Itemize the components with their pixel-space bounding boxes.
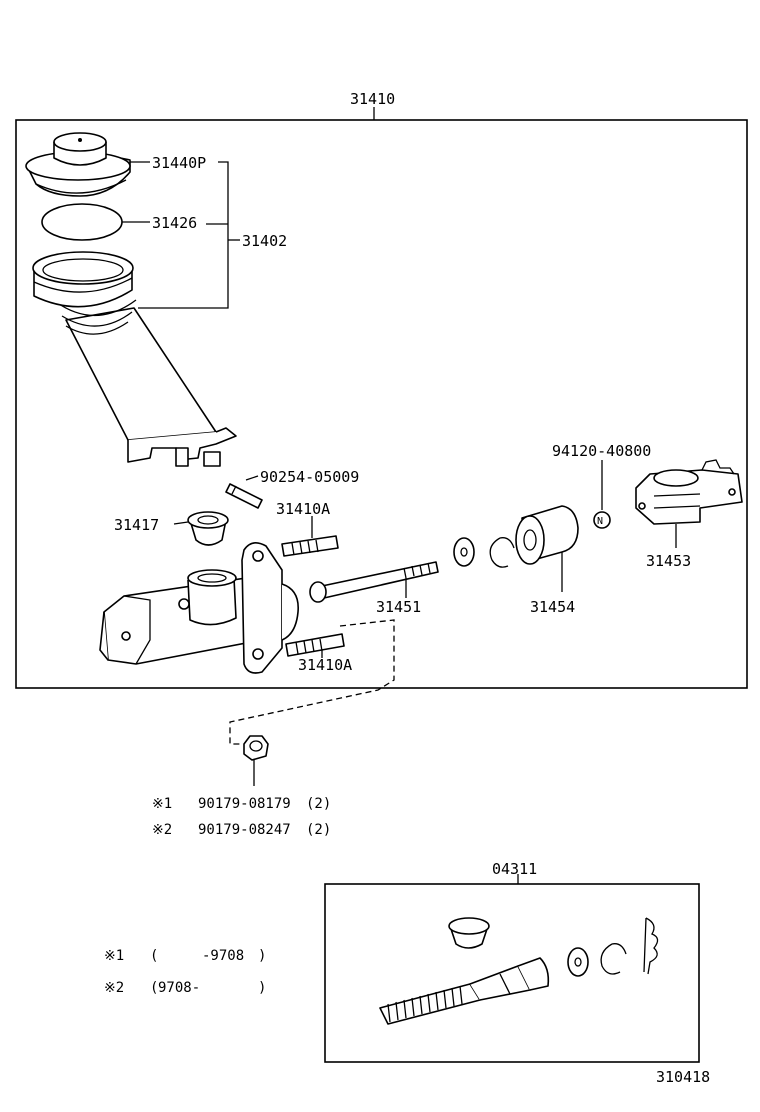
clip-label: 94120-40800 bbox=[552, 442, 651, 460]
stud-upper bbox=[281, 535, 339, 557]
washer bbox=[453, 537, 475, 567]
diagram-number: 310418 bbox=[656, 1068, 710, 1086]
flange-nut bbox=[243, 735, 269, 761]
legend-2-marker: ※2 bbox=[104, 980, 124, 996]
reservoir-body bbox=[32, 251, 237, 467]
kit-grommet bbox=[448, 917, 490, 949]
kit-part-number: 04311 bbox=[492, 860, 537, 878]
legend-2-open: ( bbox=[150, 980, 158, 996]
legend-2-from: 9708- bbox=[158, 980, 200, 996]
kit-snap-ring bbox=[600, 943, 627, 975]
boot bbox=[515, 505, 579, 565]
legend-1-to: -9708 bbox=[202, 948, 244, 964]
nut-note-2-part: 90179-08247 bbox=[198, 822, 291, 838]
nut-note-1: ※1 90179-08179 (2) bbox=[152, 796, 331, 812]
pin-label: 90254-05009 bbox=[260, 468, 359, 486]
nut-note-2-qty: (2) bbox=[306, 822, 331, 838]
main-part-number: 31410 bbox=[350, 90, 395, 108]
kit-frame bbox=[324, 883, 700, 1063]
kit-piston bbox=[379, 957, 550, 1025]
nut-note-1-qty: (2) bbox=[306, 796, 331, 812]
master-cylinder bbox=[99, 542, 299, 674]
legend-2-close: ) bbox=[258, 980, 266, 996]
diaphragm-label: 31426 bbox=[152, 214, 197, 232]
cap-label: 31440P bbox=[152, 154, 206, 172]
nut-note-2: ※2 90179-08247 (2) bbox=[152, 822, 331, 838]
stud-lower bbox=[285, 633, 345, 657]
pin bbox=[225, 483, 263, 509]
diaphragm bbox=[41, 203, 123, 241]
stud-upper-label: 31410A bbox=[276, 500, 330, 518]
nut-note-1-part: 90179-08179 bbox=[198, 796, 291, 812]
stud-lower-label: 31410A bbox=[298, 656, 352, 674]
kit-washer bbox=[567, 947, 589, 977]
reservoir-group-label: 31402 bbox=[242, 232, 287, 250]
legend-row-2: ※2 ( 9708- ) bbox=[104, 980, 266, 996]
legend-1-marker: ※1 bbox=[104, 948, 124, 964]
legend-1-close: ) bbox=[258, 948, 266, 964]
grommet bbox=[187, 511, 229, 546]
dashed-leader bbox=[229, 619, 395, 745]
main-assembly-frame bbox=[15, 119, 748, 689]
push-rod bbox=[309, 561, 439, 603]
reservoir-cap bbox=[25, 132, 131, 197]
clip bbox=[593, 511, 611, 529]
nut-note-2-marker: ※2 bbox=[152, 822, 172, 838]
clevis bbox=[635, 459, 743, 525]
push-rod-label: 31451 bbox=[376, 598, 421, 616]
group-bracket bbox=[138, 161, 229, 309]
boot-label: 31454 bbox=[530, 598, 575, 616]
kit-split-pin bbox=[643, 917, 659, 975]
snap-ring bbox=[489, 537, 515, 568]
clevis-label: 31453 bbox=[646, 552, 691, 570]
nut-note-1-marker: ※1 bbox=[152, 796, 172, 812]
legend-1-open: ( bbox=[150, 948, 158, 964]
legend-row-1: ※1 ( -9708 ) bbox=[104, 948, 266, 964]
clip-marker: N bbox=[597, 516, 603, 527]
grommet-label: 31417 bbox=[114, 516, 159, 534]
